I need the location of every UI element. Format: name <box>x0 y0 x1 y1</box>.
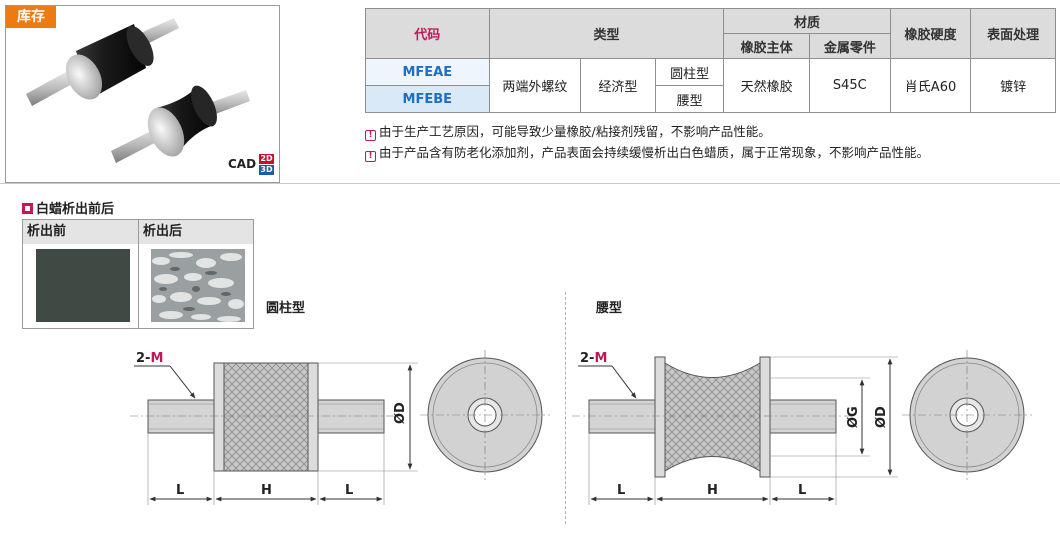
type-grade-cell: 经济型 <box>580 58 656 113</box>
section-divider <box>0 183 1060 184</box>
metal-material-cell: S45C <box>808 58 891 113</box>
header-metal-part: 金属零件 <box>808 33 891 59</box>
waist-dim-d: ØD <box>874 406 889 428</box>
shape-cylinder-cell: 圆柱型 <box>654 58 725 86</box>
waist-dim-g: ØG <box>846 406 861 428</box>
wax-before-photo <box>36 249 130 322</box>
product-code-mfeae[interactable]: MFEAE <box>365 58 490 86</box>
product-code-mfebe[interactable]: MFEBE <box>365 85 490 113</box>
header-hardness: 橡胶硬度 <box>889 8 972 59</box>
type-thread-cell: 两端外螺纹 <box>488 58 582 113</box>
header-rubber-body: 橡胶主体 <box>723 33 810 59</box>
warning-icon: ! <box>365 151 376 162</box>
waist-drawing-title: 腰型 <box>596 301 623 316</box>
shape-waist-cell: 腰型 <box>654 85 725 113</box>
cylinder-drawing-title: 圆柱型 <box>266 301 306 316</box>
cylinder-side-view <box>130 362 418 505</box>
hardness-cell: 肖氏A60 <box>889 58 972 113</box>
wax-section-title: 白蜡析出前后 <box>22 198 114 217</box>
cyl-thread-label: 2-M <box>136 351 163 366</box>
wax-texture <box>151 249 245 322</box>
cad-2d-badge: 2D <box>259 154 274 164</box>
cyl-dim-d: ØD <box>393 402 408 424</box>
wax-comparison: 析出前 析出后 <box>22 219 254 329</box>
product-photo-panel: 库存 CAD <box>5 5 280 183</box>
cad-3d-badge: 3D <box>259 165 274 175</box>
header-type: 类型 <box>488 8 725 59</box>
drawing-divider <box>565 292 566 524</box>
wax-after-label: 析出后 <box>139 220 253 244</box>
header-surface: 表面处理 <box>970 8 1056 59</box>
cad-label: CAD <box>228 157 257 171</box>
cyl-dim-l-right: L <box>345 483 353 498</box>
header-material: 材质 <box>723 8 891 34</box>
cad-download-icon[interactable]: CAD 2D 3D <box>228 154 276 176</box>
waist-dim-l-right: L <box>798 483 806 498</box>
note-item: !由于生产工艺原因，可能导致少量橡胶/粘接剂残留，不影响产品性能。 <box>365 121 1060 142</box>
surface-cell: 镀锌 <box>970 58 1056 113</box>
waist-dim-l-left: L <box>617 483 625 498</box>
waist-dim-h: H <box>707 483 718 498</box>
warning-icon: ! <box>365 130 376 141</box>
section-marker-icon <box>22 203 33 214</box>
header-code: 代码 <box>365 8 490 59</box>
spec-table: 代码 类型 材质 橡胶硬度 表面处理 橡胶主体 金属零件 MFEAE 两端外螺纹… <box>365 8 1056 113</box>
wax-before-label: 析出前 <box>23 220 138 244</box>
note-item: !由于产品含有防老化添加剂，产品表面会持续缓慢析出白色蜡质，属于正常现象，不影响… <box>365 142 1060 163</box>
cyl-dim-l-left: L <box>176 483 184 498</box>
notes-list: !由于生产工艺原因，可能导致少量橡胶/粘接剂残留，不影响产品性能。 !由于产品含… <box>365 121 1060 163</box>
waist-side-view <box>572 356 898 505</box>
product-photo <box>26 18 250 163</box>
wax-after-photo <box>151 249 245 322</box>
waist-end-view <box>902 350 1032 480</box>
waist-thread-label: 2-M <box>580 351 607 366</box>
cylinder-end-view <box>420 350 550 480</box>
technical-drawings: 2-M L H L ØD <box>130 350 1032 505</box>
rubber-material-cell: 天然橡胶 <box>723 58 810 113</box>
cyl-dim-h: H <box>261 483 272 498</box>
stock-badge: 库存 <box>6 6 56 28</box>
